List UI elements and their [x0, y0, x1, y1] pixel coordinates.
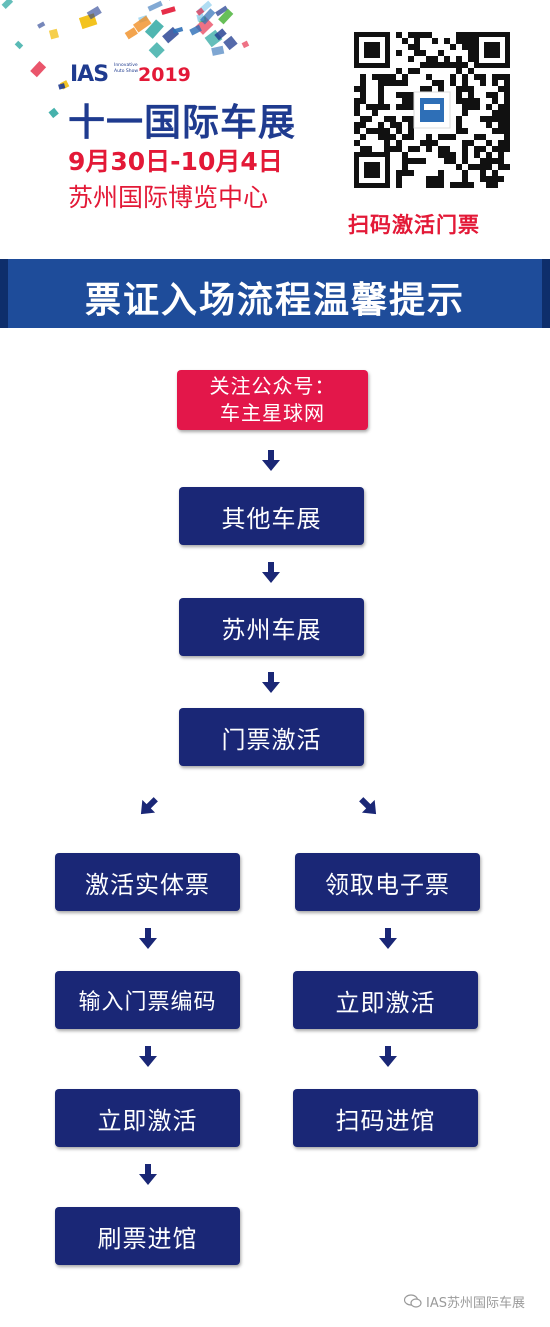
arrow-down-icon — [379, 928, 397, 949]
left-step-1: 激活实体票 — [55, 853, 240, 911]
qr-caption: 扫码激活门票 — [348, 213, 480, 237]
wechat-icon — [404, 1294, 422, 1308]
qr-code-icon[interactable] — [352, 30, 512, 190]
logo-tagline: Innovative Auto Show — [114, 63, 139, 74]
banner-title: 票证入场流程温馨提示 — [84, 280, 465, 321]
left-step-2: 输入门票编码 — [55, 971, 240, 1029]
logo-year: 2019 — [138, 64, 191, 86]
arrow-down-right-icon — [359, 797, 377, 815]
arrow-down-icon — [139, 1164, 157, 1185]
footer-account: IAS苏州国际车展 — [426, 1296, 525, 1311]
right-step-1: 领取电子票 — [295, 853, 480, 911]
left-step-4: 刷票进馆 — [55, 1207, 240, 1265]
logo-brand: IAS — [70, 62, 109, 87]
right-step-3: 扫码进馆 — [293, 1089, 478, 1147]
follow-account-box: 关注公众号： 车主星球网 — [177, 370, 368, 430]
step-ticket-activation: 门票激活 — [179, 708, 364, 766]
show-venue: 苏州国际博览中心 — [68, 183, 269, 212]
ticket-flowchart: 关注公众号： 车主星球网 其他车展 苏州车展 门票激活 激活实体票 输入门票编码… — [0, 330, 550, 1290]
arrow-down-left-icon — [140, 797, 158, 815]
arrow-down-icon — [262, 672, 280, 693]
arrow-down-icon — [262, 450, 280, 471]
decorative-mosaic — [1, 0, 250, 119]
show-title: 十一国际车展 — [68, 101, 296, 144]
arrow-down-icon — [379, 1046, 397, 1067]
step-suzhou-show: 苏州车展 — [179, 598, 364, 656]
step-other-shows: 其他车展 — [179, 487, 364, 545]
arrow-down-icon — [139, 928, 157, 949]
show-dates: 9月30日-10月4日 — [68, 147, 283, 176]
follow-label: 关注公众号： — [209, 374, 336, 398]
arrow-down-icon — [262, 562, 280, 583]
left-step-3: 立即激活 — [55, 1089, 240, 1147]
arrow-down-icon — [139, 1046, 157, 1067]
account-name: 车主星球网 — [220, 401, 325, 425]
right-step-2: 立即激活 — [293, 971, 478, 1029]
header-poster: IAS Innovative Auto Show 2019 十一国际车展 9月3… — [0, 0, 550, 258]
title-banner: 票证入场流程温馨提示 — [0, 259, 550, 328]
